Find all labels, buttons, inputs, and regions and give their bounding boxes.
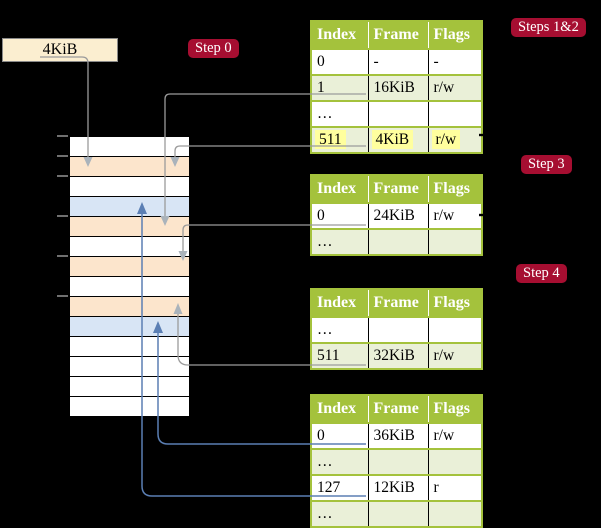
column-header: Frame (367, 21, 428, 49)
column-header: Flags (427, 289, 482, 317)
table-cell: r/w (427, 422, 483, 450)
table-cell: … (310, 316, 369, 344)
table-cell (367, 500, 429, 528)
memory-row-white (70, 397, 189, 416)
column-header: Frame (367, 395, 428, 423)
table-cell: r/w (427, 342, 483, 370)
table-cell: 12KiB (367, 474, 429, 502)
table-cell: 511 (310, 126, 369, 154)
memory-row-white (70, 357, 189, 377)
badge-steps-1-2: Steps 1&2 (511, 18, 586, 37)
table-row: … (310, 448, 483, 476)
memory-row-white (70, 377, 189, 397)
column-header: Flags (427, 395, 482, 423)
table-cell: 0 (310, 48, 369, 76)
table-row: … (310, 316, 483, 344)
memory-row-white (70, 177, 189, 197)
table-cell: r/w (427, 126, 483, 154)
table-cell: … (310, 448, 369, 476)
table-cell: 511 (310, 342, 369, 370)
table-cell: 32KiB (367, 342, 429, 370)
table-cell (427, 448, 483, 476)
badge-step-0: Step 0 (188, 39, 239, 58)
column-header: Index (311, 395, 368, 423)
highlighted-value: 4KiB (371, 130, 414, 149)
memory-row-white (70, 277, 189, 297)
table-cell: r/w (427, 202, 483, 230)
memory-row-white (70, 137, 189, 157)
column-header: Index (311, 289, 368, 317)
table-cell (427, 100, 483, 128)
table-row: 0-- (310, 48, 483, 76)
table-cell (427, 228, 483, 256)
badge-step-3: Step 3 (521, 155, 572, 174)
table-row: … (310, 100, 483, 128)
table-cell: … (310, 100, 369, 128)
table-cell: 4KiB (367, 126, 429, 154)
table-cell: 127 (310, 474, 369, 502)
highlighted-value: 511 (315, 130, 346, 149)
memory-row-peach (70, 217, 189, 237)
table-cell: … (310, 228, 369, 256)
table-cell: - (367, 48, 429, 76)
memory-row-white (70, 337, 189, 357)
table-cell (427, 316, 483, 344)
table-cell (367, 448, 429, 476)
highlighted-value: r/w (431, 130, 461, 149)
table-cell: 0 (310, 422, 369, 450)
column-header: Index (311, 21, 368, 49)
table-cell: 36KiB (367, 422, 429, 450)
column-header: Flags (427, 21, 482, 49)
badge-step-4: Step 4 (516, 264, 567, 283)
physical-memory-stack (69, 136, 190, 417)
table-cell: 16KiB (367, 74, 429, 102)
table-cell: r (427, 474, 483, 502)
table-row: … (310, 500, 483, 528)
memory-row-peach (70, 297, 189, 317)
memory-row-blue (70, 197, 189, 217)
stack-tick-marks (57, 135, 68, 297)
memory-row-peach (70, 257, 189, 277)
table-cell (367, 100, 429, 128)
column-header: Flags (427, 175, 482, 203)
table-cell: 24KiB (367, 202, 429, 230)
table-cell: - (427, 48, 483, 76)
table-row: 511 4KiB r/w (310, 126, 483, 154)
frame-size-box: 4KiB (2, 38, 118, 62)
table-cell (367, 316, 429, 344)
table-cell: 0 (310, 202, 369, 230)
table-cell: … (310, 500, 369, 528)
column-header: Index (311, 175, 368, 203)
table-cell: r/w (427, 74, 483, 102)
memory-row-white (70, 237, 189, 257)
memory-row-peach (70, 157, 189, 177)
column-header: Frame (367, 289, 428, 317)
table-row: … (310, 228, 483, 256)
table-cell (367, 228, 429, 256)
table-cell: 1 (310, 74, 369, 102)
memory-row-blue (70, 317, 189, 337)
table-cell (427, 500, 483, 528)
column-header: Frame (367, 175, 428, 203)
